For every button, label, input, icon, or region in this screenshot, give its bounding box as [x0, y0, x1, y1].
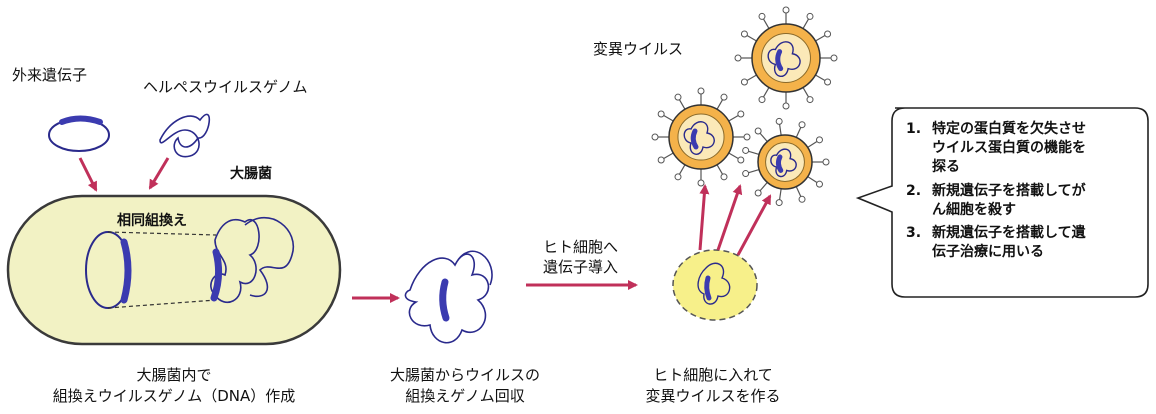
label-mutant-virus: 変異ウイルス	[593, 40, 684, 58]
step-3-caption-line2: 変異ウイルスを作る	[645, 387, 781, 405]
herpes-genome-dna	[159, 113, 211, 158]
label-herpes-genome: ヘルペスウイルスゲノム	[143, 78, 308, 96]
e-coli-cell	[6, 194, 342, 346]
callout-item-2-num: 2.	[906, 182, 922, 199]
arrow-cell-to-virus-1	[698, 184, 710, 251]
step-2-caption-line1: 大腸菌からウイルスの	[389, 366, 541, 384]
label-transfer-line1: ヒト細胞へ	[543, 238, 619, 256]
label-e-coli: 大腸菌	[230, 166, 272, 182]
recombinant-genome	[404, 250, 493, 344]
arrow-cell-to-virus-3	[736, 194, 772, 256]
arrow-foreign-to-ecoli	[78, 157, 98, 192]
step-3-caption-line1: ヒト細胞に入れて	[653, 366, 773, 384]
label-transfer-line2: 遺伝子導入	[543, 258, 619, 276]
mutant-virus-3	[742, 117, 830, 207]
mutant-virus-1	[651, 87, 751, 187]
label-homologous-recombination: 相同組換え	[117, 213, 187, 229]
mutant-virus-2	[734, 6, 838, 110]
arrow-herpes-to-ecoli	[148, 157, 170, 190]
callout-bubble	[855, 107, 1149, 298]
mutant-viruses	[651, 6, 838, 207]
foreign-gene-plasmid	[48, 115, 110, 152]
step-1-caption-line1: 大腸菌内で	[136, 366, 212, 384]
callout-item-1-line2: ウイルス蛋白質の機能を	[932, 139, 1086, 156]
human-cell	[672, 249, 758, 321]
callout-item-3-line2: 伝子治療に用いる	[932, 244, 1044, 261]
callout-item-3: 3. 新規遺伝子を搭載して遺 伝子治療に用いる	[906, 224, 1086, 262]
callout-item-2-line1: 新規遺伝子を搭載してが	[932, 182, 1086, 199]
callout-list: 1. 特定の蛋白質を欠失させ ウイルス蛋白質の機能を 探る 2. 新規遺伝子を搭…	[906, 120, 1086, 262]
callout-item-3-num: 3.	[906, 225, 922, 242]
step-2-caption-line2: 組換えゲノム回収	[405, 387, 525, 405]
callout-item-1-line1: 特定の蛋白質を欠失させ	[932, 121, 1086, 137]
callout-item-2-line2: ん細胞を殺す	[932, 201, 1016, 218]
callout-item-2: 2. 新規遺伝子を搭載してが ん細胞を殺す	[906, 182, 1086, 220]
callout-item-3-line1: 新規遺伝子を搭載して遺	[932, 225, 1086, 242]
step-1-caption-line2: 組換えウイルスゲノム（DNA）作成	[52, 387, 296, 405]
arrow-cell-to-virus-2	[716, 184, 743, 251]
label-foreign-gene: 外来遺伝子	[12, 66, 88, 84]
callout-item-1: 1. 特定の蛋白質を欠失させ ウイルス蛋白質の機能を 探る	[906, 120, 1086, 177]
callout-item-1-line3: 探る	[932, 158, 960, 175]
callout-item-1-num: 1.	[906, 121, 922, 137]
